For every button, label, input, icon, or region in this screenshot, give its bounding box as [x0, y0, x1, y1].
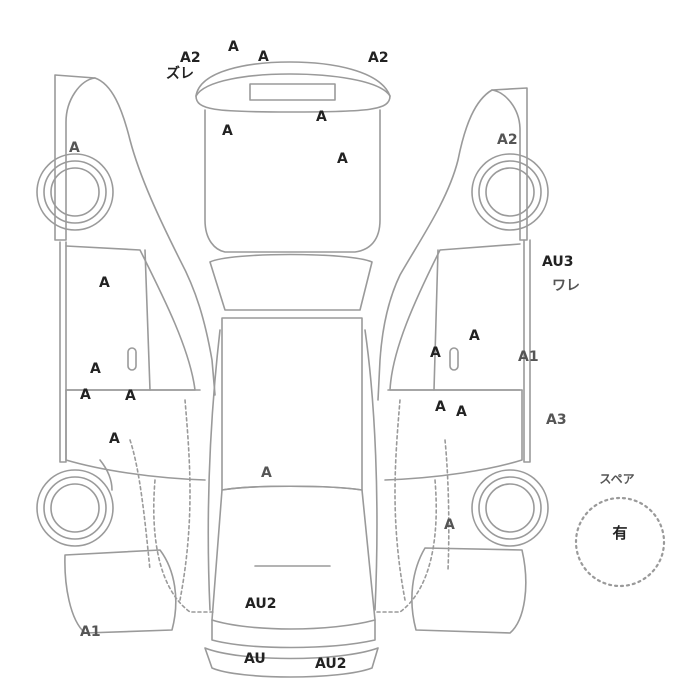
- spare-tire-indicator: スペア 有: [574, 472, 666, 588]
- damage-label: A: [444, 517, 455, 533]
- center-top-view: [195, 61, 391, 678]
- left-rear-wheel: [36, 469, 114, 547]
- damage-label: A: [456, 404, 467, 420]
- left-side-view: [54, 74, 216, 634]
- damage-label: A: [316, 109, 327, 125]
- damage-label: A2: [180, 50, 201, 66]
- damage-label: A: [90, 361, 101, 377]
- right-side-view: [374, 87, 531, 634]
- damage-label: A2: [497, 132, 518, 148]
- right-rear-wheel: [471, 469, 549, 547]
- damage-label: A: [258, 49, 269, 65]
- damage-labels: A2 ズレ A A A2 A A A A A A A A A A1 A2 AU3…: [69, 39, 580, 672]
- damage-label: A: [261, 465, 272, 481]
- damage-label: A: [69, 140, 80, 156]
- damage-label: A: [99, 275, 110, 291]
- damage-label: A: [337, 151, 348, 167]
- damage-label: A: [125, 388, 136, 404]
- left-front-wheel: [36, 153, 114, 231]
- damage-label: A3: [546, 412, 567, 428]
- damage-label: AU: [244, 651, 266, 667]
- spare-title: スペア: [599, 472, 634, 486]
- damage-label: A: [430, 345, 441, 361]
- damage-label: AU3: [542, 254, 574, 270]
- damage-label: AU2: [245, 596, 277, 612]
- damage-label: A: [228, 39, 239, 55]
- damage-label: A: [222, 123, 233, 139]
- damage-label: A1: [80, 624, 101, 640]
- damage-label: A: [469, 328, 480, 344]
- spare-value: 有: [612, 524, 627, 542]
- right-front-wheel: [471, 153, 549, 231]
- damage-label: ワレ: [552, 278, 580, 294]
- damage-label: A: [109, 431, 120, 447]
- damage-label: ズレ: [166, 65, 194, 82]
- damage-label: A: [80, 387, 91, 403]
- damage-label: AU2: [315, 656, 347, 672]
- damage-label: A1: [518, 349, 539, 365]
- spare-tire-circle: [574, 496, 666, 588]
- damage-label: A: [435, 399, 446, 415]
- damage-label: A2: [368, 50, 389, 66]
